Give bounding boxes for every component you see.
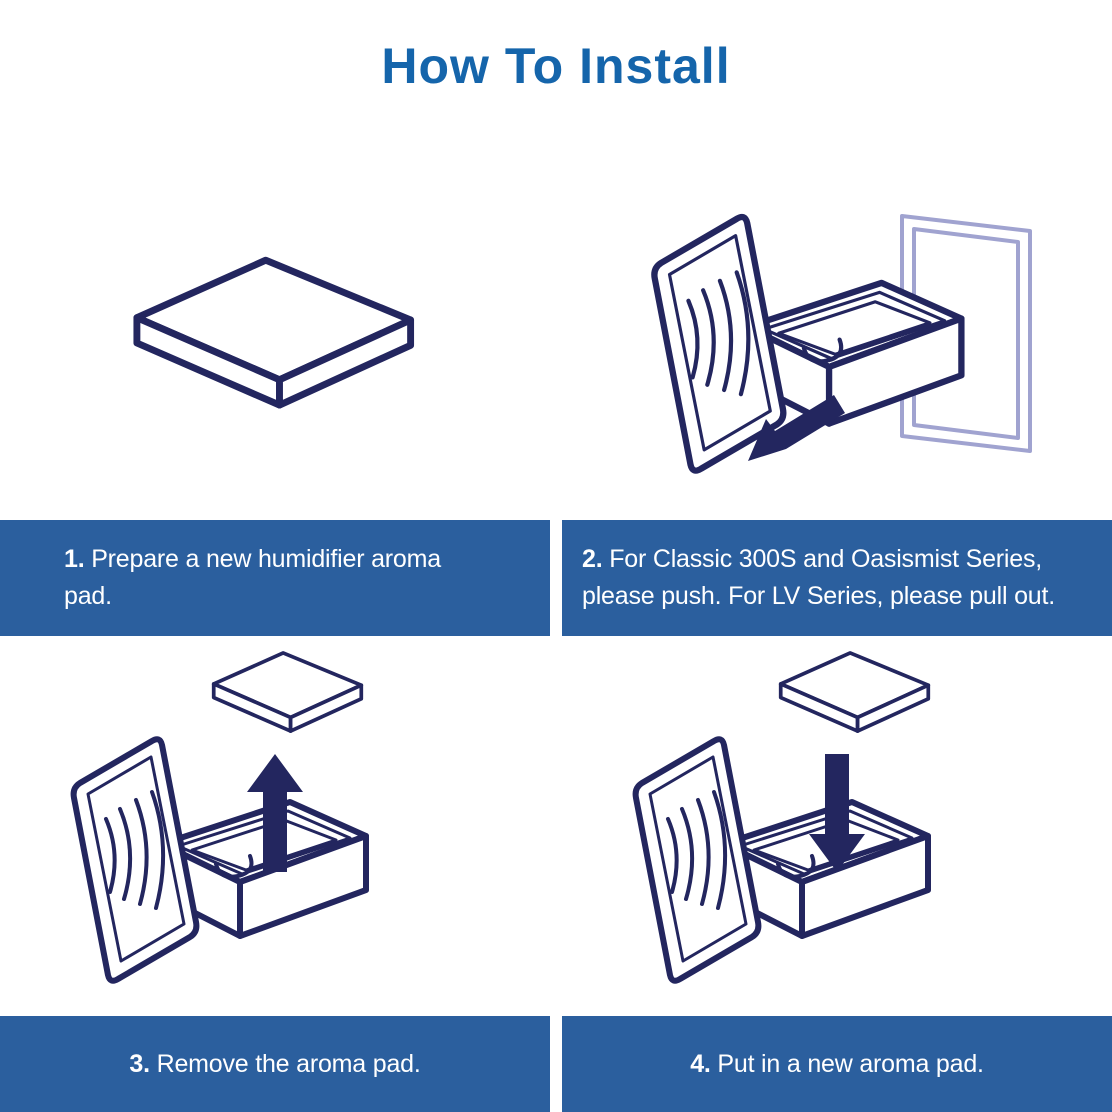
aroma-drawer-icon — [74, 739, 366, 981]
step2-caption: 2. For Classic 300S and Oasismist Series… — [582, 541, 1108, 615]
step4-illustration-panel — [562, 636, 1112, 1016]
step2-caption-bar: 2. For Classic 300S and Oasismist Series… — [562, 520, 1112, 636]
step4-text: Put in a new aroma pad. — [717, 1049, 984, 1078]
page-title: How To Install — [381, 38, 731, 94]
push-pull-drawer-illustration — [602, 161, 1032, 491]
step4-caption-bar: 4. Put in a new aroma pad. — [562, 1016, 1112, 1112]
step1-caption-bar: 1. Prepare a new humidifier aroma pad. — [0, 520, 550, 636]
aroma-pad-icon — [778, 651, 931, 733]
step4-number: 4. — [690, 1049, 711, 1078]
step1-number: 1. — [64, 545, 85, 573]
insert-pad-illustration — [602, 651, 1072, 1006]
step1-text: Prepare a new humidifier aroma pad. — [64, 545, 441, 610]
step3-illustration-panel — [0, 636, 550, 1016]
step2-number: 2. — [582, 545, 603, 573]
aroma-pad-illustration — [40, 161, 510, 491]
step2-illustration-panel — [562, 132, 1112, 520]
step2-text: For Classic 300S and Oasismist Series, p… — [582, 545, 1055, 610]
aroma-drawer-icon — [636, 739, 928, 981]
aroma-pad-icon — [137, 260, 411, 405]
step1-illustration-panel — [0, 132, 550, 520]
step3-caption: 3. Remove the aroma pad. — [129, 1046, 420, 1083]
title-row: How To Install — [0, 0, 1112, 132]
step4-caption: 4. Put in a new aroma pad. — [690, 1046, 984, 1083]
step3-text: Remove the aroma pad. — [156, 1049, 421, 1078]
aroma-pad-icon — [211, 651, 364, 733]
step3-caption-bar: 3. Remove the aroma pad. — [0, 1016, 550, 1112]
step1-caption: 1. Prepare a new humidifier aroma pad. — [64, 541, 474, 615]
step3-number: 3. — [129, 1049, 150, 1078]
remove-pad-illustration — [40, 651, 510, 1006]
arrow-down-left-icon — [748, 395, 845, 461]
